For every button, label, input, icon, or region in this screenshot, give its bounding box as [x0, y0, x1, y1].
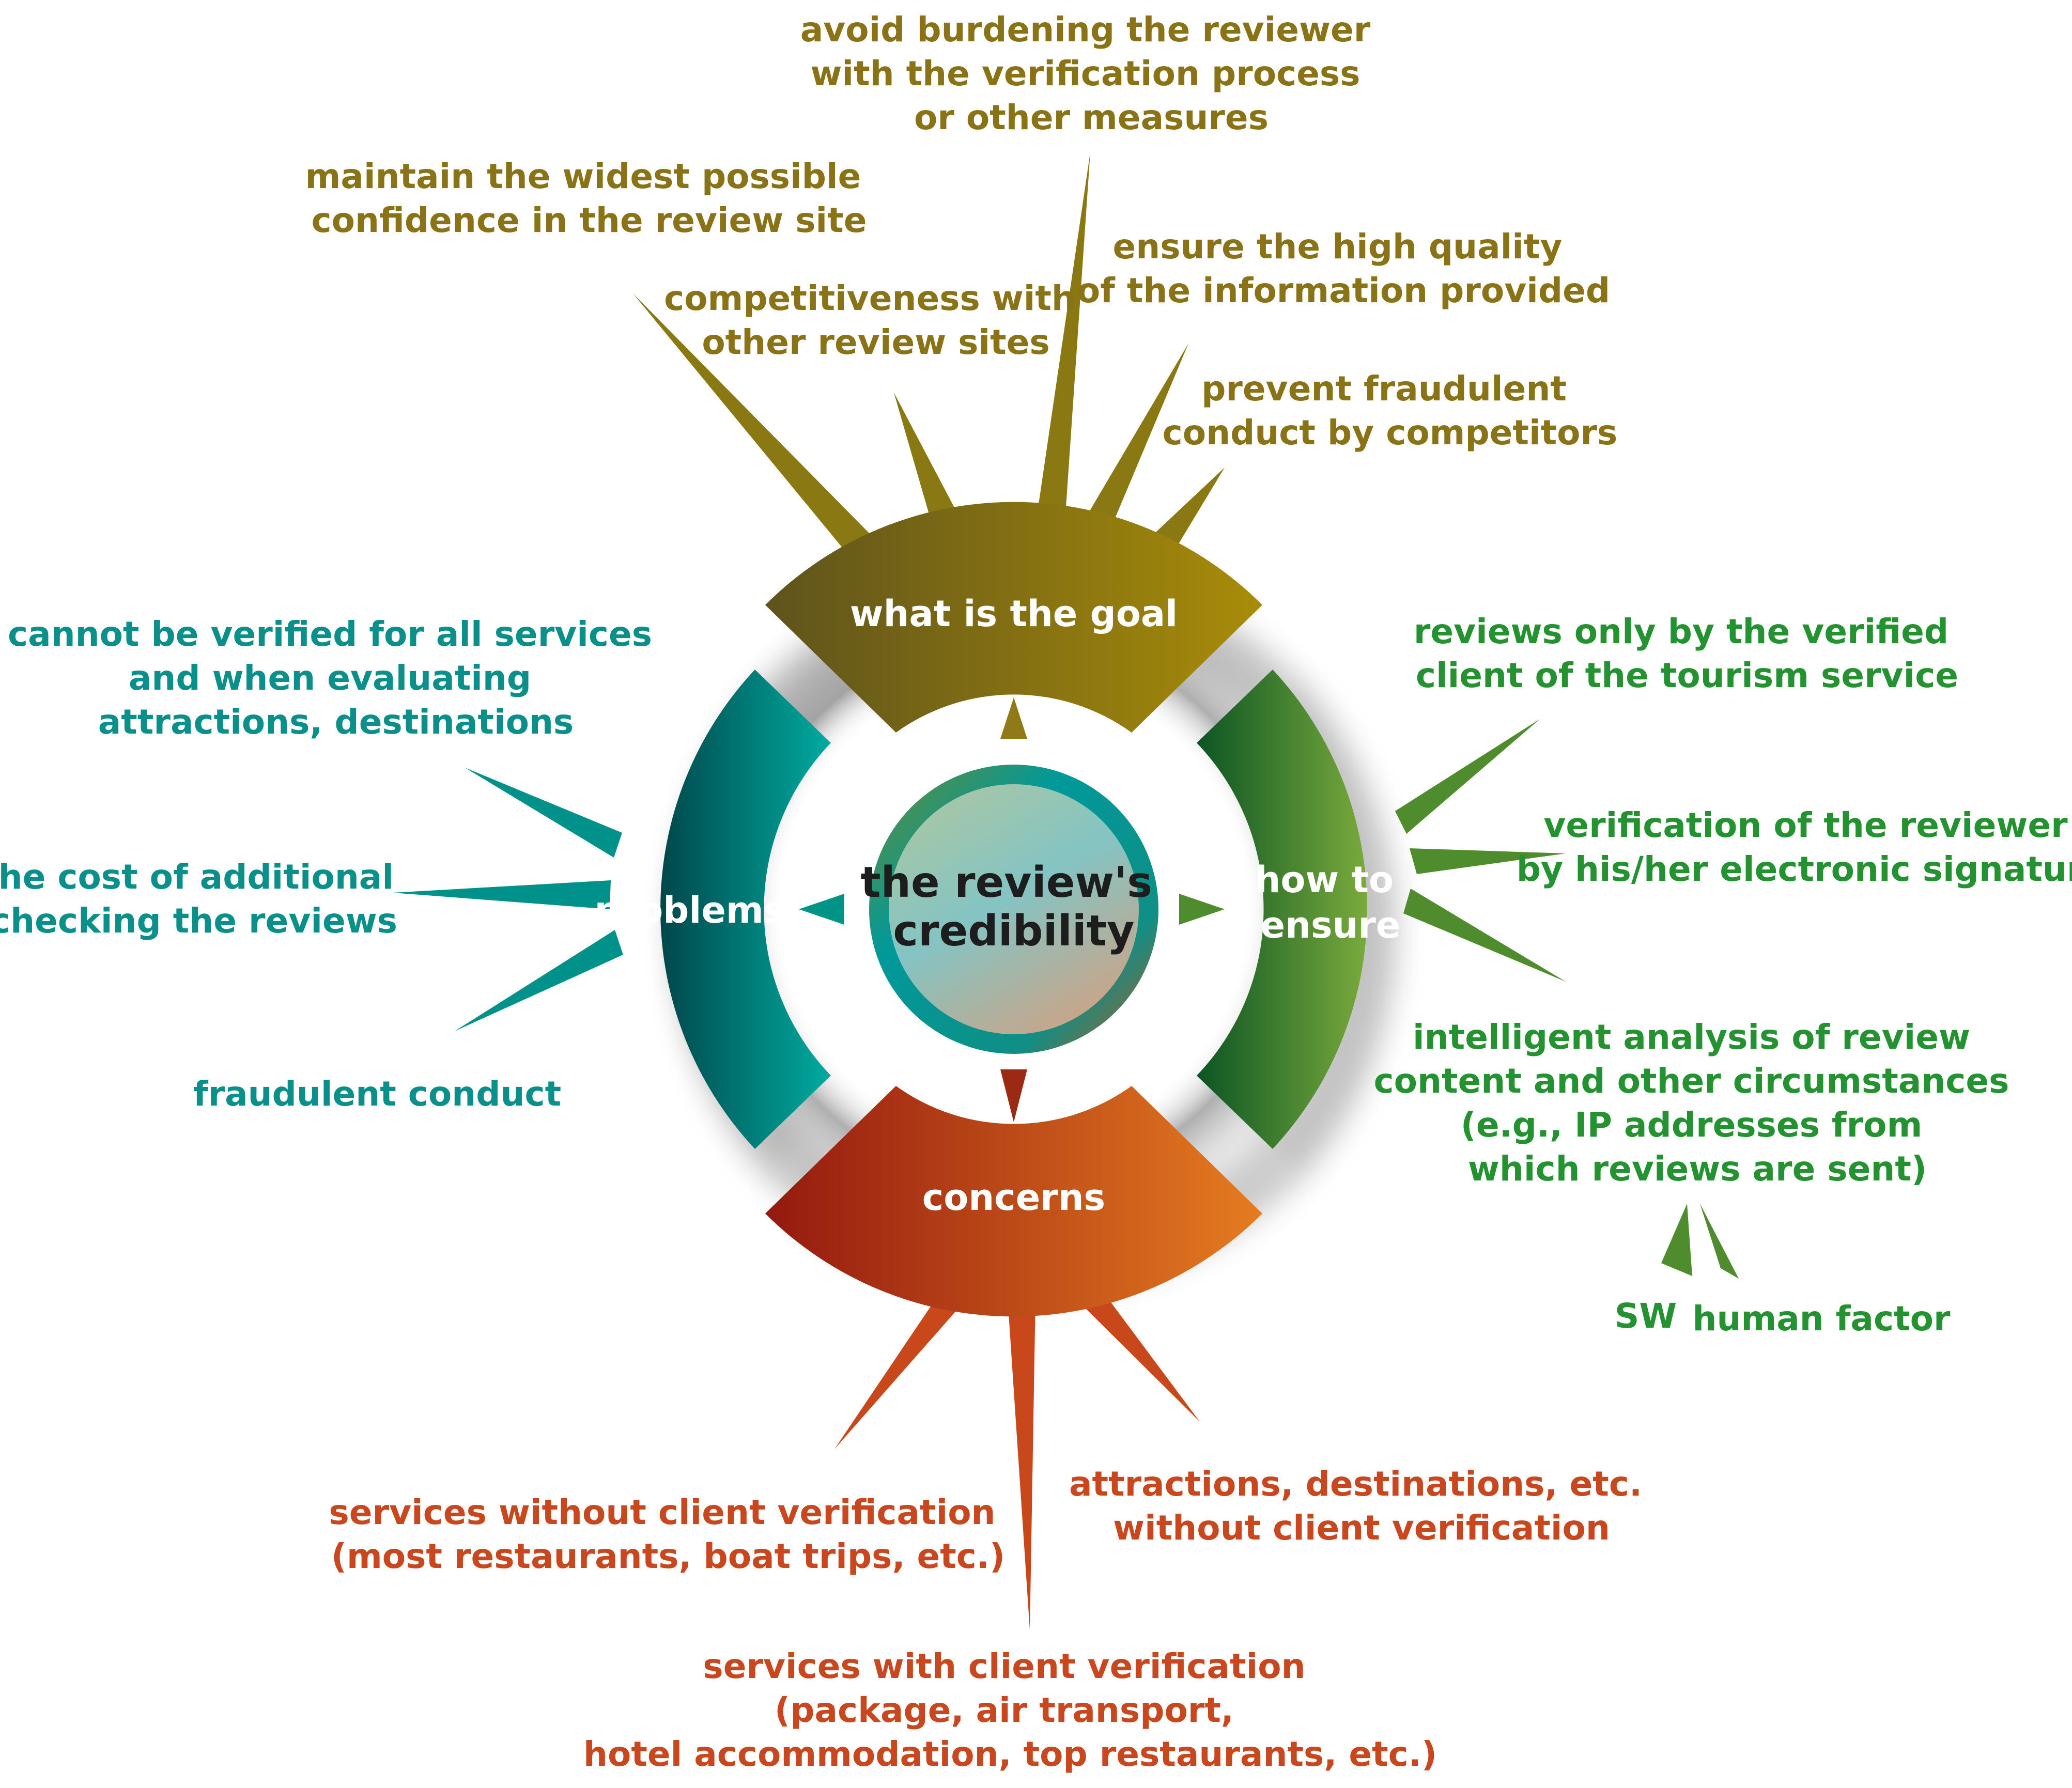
pointer-left — [799, 894, 844, 925]
problems-item-fraudulent: fraudulent conduct — [193, 1074, 561, 1114]
goal-spikes — [633, 152, 1225, 555]
pointer-down — [1000, 1069, 1027, 1122]
goal-segment — [765, 502, 1262, 733]
center-label: the review's credibility — [860, 858, 1167, 956]
concerns-spikes — [834, 1280, 1200, 1630]
problems-label: problems — [595, 889, 785, 931]
pointer-right — [1179, 894, 1225, 925]
concerns-segment — [765, 1086, 1262, 1317]
ensure-label: how to ensure — [1255, 859, 1406, 946]
goal-item-prevent-fraud: prevent fraudulent conduct by competitor… — [1163, 369, 1618, 453]
center-core — [889, 784, 1139, 1034]
goal-item-quality: ensure the high quality of the informati… — [1077, 227, 1610, 310]
goal-item-avoid-burden: avoid burdening the reviewer with the ve… — [800, 10, 1383, 137]
problems-item-cannot-verify: cannot be verified for all services and … — [8, 614, 664, 742]
ensure-spikes — [1395, 719, 1739, 1279]
ensure-item-intelligent-analysis: intelligent analysis of review content a… — [1374, 1017, 2021, 1189]
goal-label: what is the goal — [850, 593, 1178, 635]
ensure-item-verified-client: reviews only by the verified client of t… — [1414, 612, 1960, 695]
concerns-item-attractions: attractions, destinations, etc. without … — [1069, 1464, 1654, 1548]
concerns-label: concerns — [922, 1176, 1105, 1219]
pointer-up — [1000, 697, 1027, 739]
concerns-item-without-verification: services without client verification (mo… — [329, 1492, 1007, 1576]
ensure-sub-sw: SW — [1615, 1296, 1677, 1336]
problems-spikes — [393, 768, 623, 1031]
ensure-segment — [1197, 670, 1367, 1149]
ensure-sub-human-factor: human factor — [1692, 1299, 1951, 1339]
goal-item-competitiveness: competitiveness with other review sites — [664, 278, 1088, 362]
concerns-item-with-verification: services with client verification (packa… — [583, 1646, 1437, 1774]
problems-item-cost: the cost of additional checking the revi… — [0, 857, 406, 941]
goal-item-confidence: maintain the widest possible confidence … — [305, 157, 873, 240]
problems-segment — [660, 670, 831, 1149]
ensure-item-e-signature: verification of the reviewer by his/her … — [1517, 805, 2072, 889]
